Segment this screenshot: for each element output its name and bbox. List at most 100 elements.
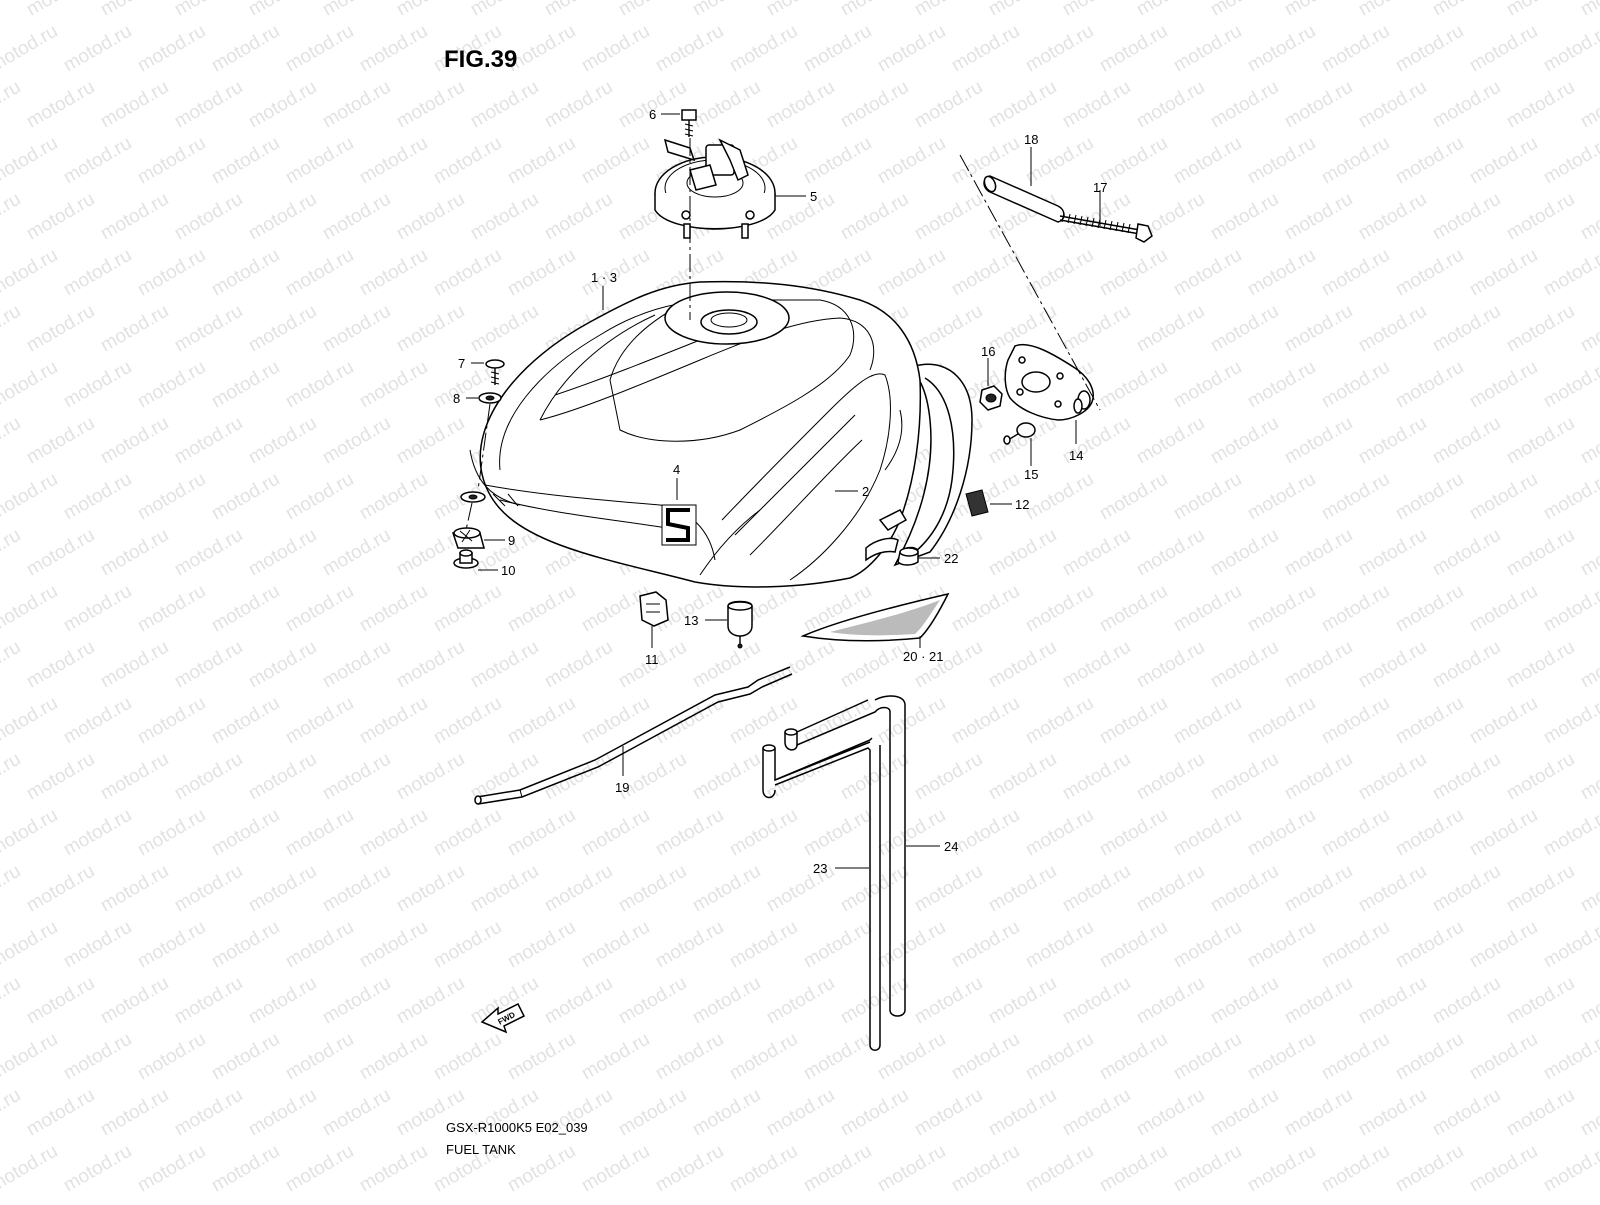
watermark-text: motod.ru xyxy=(1244,133,1319,189)
watermark-text: motod.ru xyxy=(1503,1085,1578,1141)
watermark-text: motod.ru xyxy=(430,805,505,861)
watermark-text: motod.ru xyxy=(874,917,949,973)
watermark-text: motod.ru xyxy=(1096,21,1171,77)
watermark-text: motod.ru xyxy=(615,1085,690,1141)
watermark-text: motod.ru xyxy=(1133,413,1208,469)
watermark-text: motod.ru xyxy=(0,133,61,189)
watermark-text: motod.ru xyxy=(319,301,394,357)
leader-lines xyxy=(466,113,1101,869)
watermark-text: motod.ru xyxy=(245,861,320,917)
watermark-text: motod.ru xyxy=(245,77,320,133)
watermark-text: motod.ru xyxy=(1244,469,1319,525)
watermark-text: motod.ru xyxy=(356,245,431,301)
watermark-text: motod.ru xyxy=(97,189,172,245)
watermark-text: motod.ru xyxy=(1244,693,1319,749)
watermark-text: motod.ru xyxy=(948,581,1023,637)
watermark-text: motod.ru xyxy=(60,1029,135,1085)
watermark-text: motod.ru xyxy=(1281,1197,1356,1200)
watermark-text: motod.ru xyxy=(874,245,949,301)
watermark-text: motod.ru xyxy=(319,861,394,917)
watermark-text: motod.ru xyxy=(726,805,801,861)
watermark-text: motod.ru xyxy=(1059,189,1134,245)
watermark-text: motod.ru xyxy=(1059,1197,1134,1200)
watermark-text: motod.ru xyxy=(1022,917,1097,973)
watermark-text: motod.ru xyxy=(134,1029,209,1085)
watermark-text: motod.ru xyxy=(1540,693,1600,749)
watermark-text: motod.ru xyxy=(467,189,542,245)
watermark-text: motod.ru xyxy=(0,357,61,413)
watermark-text: motod.ru xyxy=(911,973,986,1029)
callout-23: 23 xyxy=(813,861,827,876)
watermark-text: motod.ru xyxy=(1540,469,1600,525)
watermark-text: motod.ru xyxy=(208,1141,283,1197)
watermark-text: motod.ru xyxy=(1577,973,1600,1029)
watermark-text: motod.ru xyxy=(911,1197,986,1200)
watermark-text: motod.ru xyxy=(1429,973,1504,1029)
watermark-text: motod.ru xyxy=(319,1197,394,1200)
watermark-text: motod.ru xyxy=(578,21,653,77)
watermark-text: motod.ru xyxy=(985,637,1060,693)
watermark-text: motod.ru xyxy=(282,469,357,525)
watermark-text: motod.ru xyxy=(578,693,653,749)
watermark-text: motod.ru xyxy=(467,861,542,917)
spacer-18 xyxy=(983,175,1065,223)
watermark-text: motod.ru xyxy=(23,77,98,133)
watermark-text: motod.ru xyxy=(504,917,579,973)
callout-11: 11 xyxy=(645,652,659,667)
mount-plate xyxy=(460,491,486,503)
watermark-text: motod.ru xyxy=(1540,21,1600,77)
watermark-text: motod.ru xyxy=(1170,245,1245,301)
watermark-text: motod.ru xyxy=(837,1197,912,1200)
watermark-text: motod.ru xyxy=(911,189,986,245)
watermark-text: motod.ru xyxy=(1133,861,1208,917)
watermark-text: motod.ru xyxy=(1355,1197,1430,1200)
watermark-text: motod.ru xyxy=(1059,525,1134,581)
watermark-text: motod.ru xyxy=(1281,749,1356,805)
watermark-text: motod.ru xyxy=(504,805,579,861)
watermark-text: motod.ru xyxy=(800,133,875,189)
watermark-text: motod.ru xyxy=(689,77,764,133)
watermark-text: motod.ru xyxy=(985,973,1060,1029)
watermark-text: motod.ru xyxy=(356,357,431,413)
watermark-text: motod.ru xyxy=(1429,1197,1504,1200)
watermark-text: motod.ru xyxy=(282,1141,357,1197)
watermark-text: motod.ru xyxy=(763,973,838,1029)
watermark-text: motod.ru xyxy=(60,917,135,973)
watermark-text: motod.ru xyxy=(60,245,135,301)
watermark-text: motod.ru xyxy=(282,581,357,637)
collar-10 xyxy=(453,549,479,569)
watermark-text: motod.ru xyxy=(282,1029,357,1085)
watermark-text: motod.ru xyxy=(837,0,912,20)
watermark-text: motod.ru xyxy=(985,1197,1060,1200)
watermark-text: motod.ru xyxy=(393,413,468,469)
suzuki-emblem xyxy=(661,504,697,546)
watermark-text: motod.ru xyxy=(1429,1085,1504,1141)
watermark-text: motod.ru xyxy=(1503,413,1578,469)
watermark-text: motod.ru xyxy=(1577,637,1600,693)
watermark-text: motod.ru xyxy=(1133,1197,1208,1200)
watermark-text: motod.ru xyxy=(1170,693,1245,749)
watermark-text: motod.ru xyxy=(1318,21,1393,77)
watermark-text: motod.ru xyxy=(245,637,320,693)
watermark-text: motod.ru xyxy=(134,357,209,413)
watermark-text: motod.ru xyxy=(1059,0,1134,20)
watermark-text: motod.ru xyxy=(1022,693,1097,749)
watermark-text: motod.ru xyxy=(1466,21,1541,77)
watermark-text: motod.ru xyxy=(1540,133,1600,189)
watermark-text: motod.ru xyxy=(726,1141,801,1197)
watermark-text: motod.ru xyxy=(1318,917,1393,973)
watermark-text: motod.ru xyxy=(1318,1141,1393,1197)
watermark-text: motod.ru xyxy=(134,469,209,525)
watermark-text: motod.ru xyxy=(0,413,24,469)
watermark-text: motod.ru xyxy=(208,1029,283,1085)
watermark-text: motod.ru xyxy=(60,357,135,413)
watermark-text: motod.ru xyxy=(1429,0,1504,20)
watermark-text: motod.ru xyxy=(1355,525,1430,581)
callout-15: 15 xyxy=(1024,467,1038,482)
watermark-text: motod.ru xyxy=(0,637,24,693)
watermark-text: motod.ru xyxy=(134,581,209,637)
watermark-text: motod.ru xyxy=(911,749,986,805)
watermark-text: motod.ru xyxy=(689,749,764,805)
figure-title: FIG.39 xyxy=(444,46,517,73)
